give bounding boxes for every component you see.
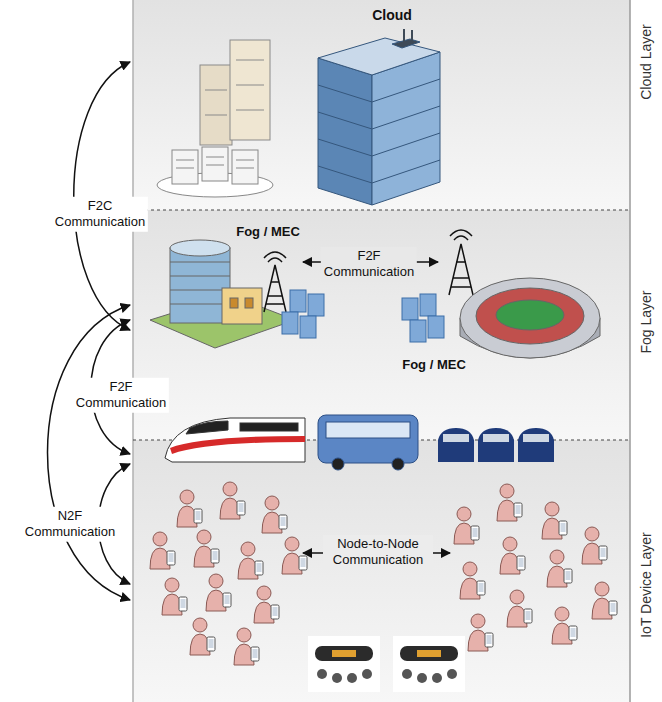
site-label: Cloud bbox=[369, 6, 415, 26]
communication-label: Node-to-Node Communication bbox=[323, 535, 433, 570]
iot-user bbox=[468, 614, 493, 651]
iot-user bbox=[262, 496, 287, 533]
layer-band: IoT Device Layer bbox=[133, 440, 662, 702]
layer-title: Fog Layer bbox=[638, 290, 654, 353]
site-label: Fog / MEC bbox=[233, 223, 303, 241]
site-label: Fog / MEC bbox=[399, 356, 469, 374]
fog-server bbox=[402, 294, 444, 342]
iot-user bbox=[454, 507, 479, 544]
iot-user bbox=[552, 607, 577, 644]
iot-user bbox=[150, 482, 617, 665]
bus bbox=[318, 415, 418, 470]
layer-band: Cloud Layer bbox=[133, 0, 662, 210]
panel-border bbox=[629, 0, 631, 702]
sensor bbox=[308, 636, 380, 692]
communication-label: F2F Communication bbox=[73, 378, 169, 413]
iot-user bbox=[497, 484, 522, 521]
iot-user bbox=[162, 578, 187, 615]
comm-arrow bbox=[91, 262, 450, 584]
layer-ground bbox=[133, 0, 630, 210]
iot-user bbox=[220, 482, 245, 519]
iot-user bbox=[177, 490, 202, 527]
stadium bbox=[460, 278, 600, 358]
layer-title: IoT Device Layer bbox=[638, 532, 654, 638]
server-rack bbox=[200, 40, 270, 145]
communication-label: F2F Communication bbox=[321, 247, 417, 282]
iot-user bbox=[460, 562, 485, 599]
panel-border bbox=[132, 0, 134, 702]
train bbox=[165, 418, 305, 462]
car bbox=[438, 428, 554, 462]
iot-user bbox=[206, 574, 231, 611]
iot-user bbox=[547, 550, 572, 587]
layer-title: Cloud Layer bbox=[638, 24, 654, 100]
cloud-building bbox=[318, 29, 440, 205]
fog-building bbox=[150, 240, 295, 348]
layer-ground bbox=[133, 210, 630, 440]
iot-user bbox=[507, 590, 532, 627]
iot-user bbox=[542, 502, 567, 539]
layer-divider bbox=[133, 210, 630, 211]
communication-label: F2C Communication bbox=[52, 197, 148, 232]
iot-user bbox=[194, 530, 219, 567]
iot-user bbox=[238, 542, 263, 579]
iot-user bbox=[234, 628, 259, 665]
antenna-tower bbox=[264, 252, 286, 312]
sensor bbox=[393, 636, 465, 692]
fog-server bbox=[282, 290, 324, 338]
antenna-tower bbox=[449, 230, 473, 295]
iot-user bbox=[190, 618, 215, 655]
server-platform bbox=[157, 147, 273, 197]
communication-label: N2F Communication bbox=[22, 507, 118, 542]
layer-ground bbox=[133, 440, 630, 702]
layer-band: Fog Layer bbox=[133, 210, 662, 440]
iot-user bbox=[254, 586, 279, 623]
comm-arrow bbox=[48, 305, 131, 600]
iot-user bbox=[592, 582, 617, 619]
iot-user bbox=[500, 537, 525, 574]
iot-user bbox=[282, 537, 307, 574]
iot-user bbox=[150, 532, 175, 569]
iot-user bbox=[582, 527, 607, 564]
